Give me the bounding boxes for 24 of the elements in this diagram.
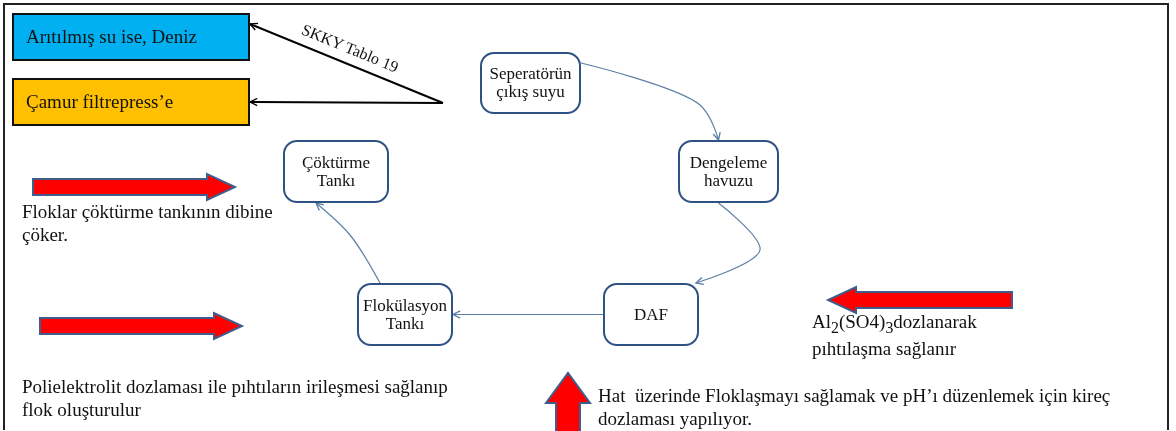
process-box — [678, 140, 779, 203]
arrow — [315, 202, 381, 284]
arrow — [249, 97, 444, 107]
node-text: DAF — [634, 305, 668, 324]
annotation-text: Floklar çöktürme tankının dibine çöker. — [22, 201, 274, 247]
destination-box — [12, 13, 250, 61]
process-box — [283, 140, 389, 203]
arrow — [452, 310, 604, 319]
arrow — [249, 22, 444, 104]
node-text: Seperatörün çıkış suyu — [488, 65, 573, 101]
node-text: Arıtılmış su ise, Deniz — [26, 25, 197, 49]
node-text: Flokülasyon Tankı — [361, 296, 449, 333]
annotation-text: Polielektrolit dozlaması ile pıhtıların irileşmesi sağlanıp flok oluşturulur — [22, 376, 449, 422]
process-box — [357, 283, 453, 346]
node-text: Çamur filtrepress’e — [26, 90, 174, 114]
annotation-text: Al$_{2}$(SO4)$_{3}$dozlanarak pıhtılaşma sağlanır — [812, 311, 978, 361]
arrow — [695, 202, 761, 285]
destination-box — [12, 78, 250, 126]
process-box — [603, 283, 699, 346]
arrow — [580, 62, 721, 141]
process-box — [480, 52, 581, 114]
node-text: Çöktürme Tankı — [301, 153, 371, 190]
node-text: Dengeleme havuzu — [688, 153, 769, 190]
annotation-text: Hat üzerinde Floklaşmayı sağlamak ve pH’ı düzenlemek için kireç dozlaması yapılıyor. — [598, 385, 1112, 431]
